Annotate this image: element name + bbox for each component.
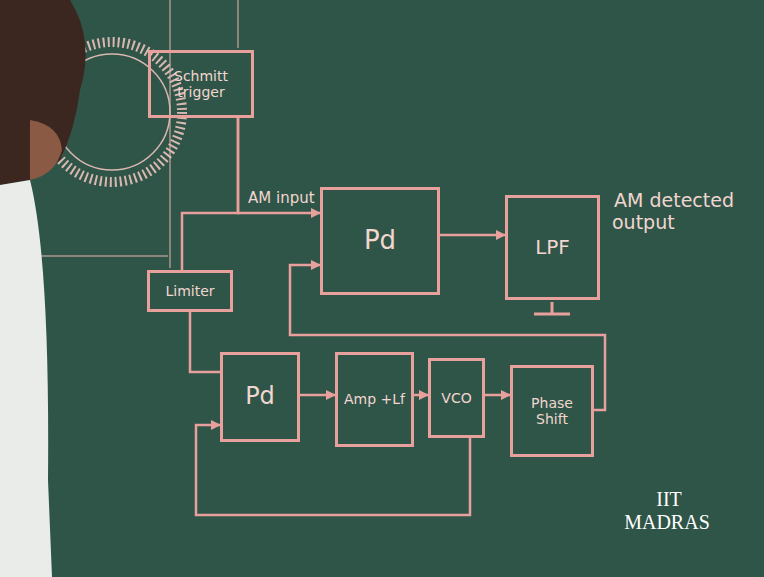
chalk-line <box>237 0 239 48</box>
label-text: IIT MADRAS <box>624 488 712 533</box>
output-label: AM detected output <box>612 190 737 234</box>
signal-wire <box>485 394 510 397</box>
block-label: LPF <box>535 236 570 259</box>
limiter-box: Limiter <box>147 270 233 312</box>
vco-box: VCO <box>428 358 485 438</box>
signal-name: AM input <box>246 190 320 207</box>
watermark: IIT MADRAS <box>618 488 718 534</box>
signal-wire <box>440 234 505 237</box>
block-label: Schmitt trigger <box>157 68 245 100</box>
phase-detector-box: Pd <box>320 187 440 295</box>
signal-wire <box>182 118 238 270</box>
phase-detector-box: Pd <box>220 352 300 442</box>
label-text: AM detected output <box>612 189 734 233</box>
trigger-box: Schmitt trigger <box>148 50 254 118</box>
ground-symbol <box>551 302 554 313</box>
block-label: Amp +Lf <box>344 391 405 407</box>
lecturer-shirt <box>0 180 52 577</box>
block-label: Pd <box>364 226 396 256</box>
signal-wire <box>300 394 335 397</box>
lecturer-head <box>0 0 86 185</box>
chalk-line <box>40 255 168 257</box>
label-text: AM input <box>246 189 317 207</box>
filter-box: LPF <box>505 195 600 300</box>
lecturer-face <box>30 120 62 180</box>
signal-wire <box>196 425 470 515</box>
signal-wire <box>190 312 220 372</box>
signal-wire <box>414 394 428 397</box>
block-label: Pd <box>245 383 275 411</box>
block-label: Limiter <box>165 283 214 299</box>
phase-shifter-box: Phase Shift <box>510 365 594 457</box>
amplifier-box: Amp +Lf <box>335 352 414 447</box>
signal-wire <box>238 118 320 213</box>
chalk-line <box>169 0 171 268</box>
block-label: Phase Shift <box>519 395 585 427</box>
block-label: VCO <box>441 390 471 406</box>
ground-symbol <box>534 313 570 316</box>
